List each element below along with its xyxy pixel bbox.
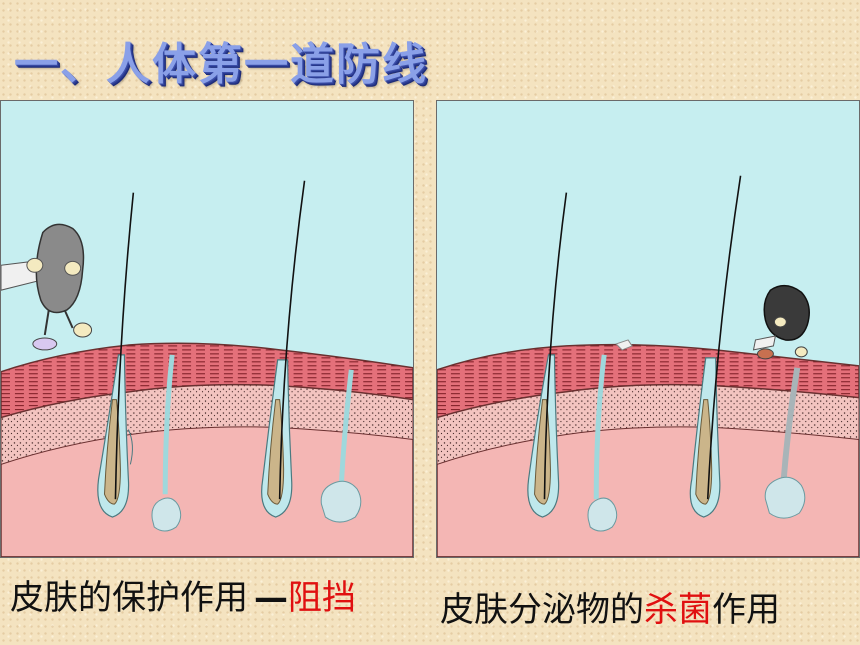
germ-character — [1, 223, 93, 351]
caption-dash: — — [254, 578, 288, 618]
caption-highlight: 杀菌 — [644, 590, 712, 630]
protection-caption: 皮肤的保护作用—阻挡 — [10, 570, 356, 619]
caption-text-before: 皮肤分泌物的 — [440, 590, 644, 630]
dead-germ-character — [615, 284, 810, 360]
page-title: 一、人体第一道防线 — [14, 39, 428, 90]
skin-secretion-illustration — [436, 100, 860, 558]
skin-protection-illustration — [0, 100, 414, 558]
secretion-caption: 皮肤分泌物的杀菌作用 — [440, 582, 780, 631]
caption-highlight: 阻挡 — [288, 578, 356, 618]
caption-text-after: 作用 — [712, 590, 780, 630]
caption-text: 皮肤的保护作用 — [10, 578, 248, 618]
